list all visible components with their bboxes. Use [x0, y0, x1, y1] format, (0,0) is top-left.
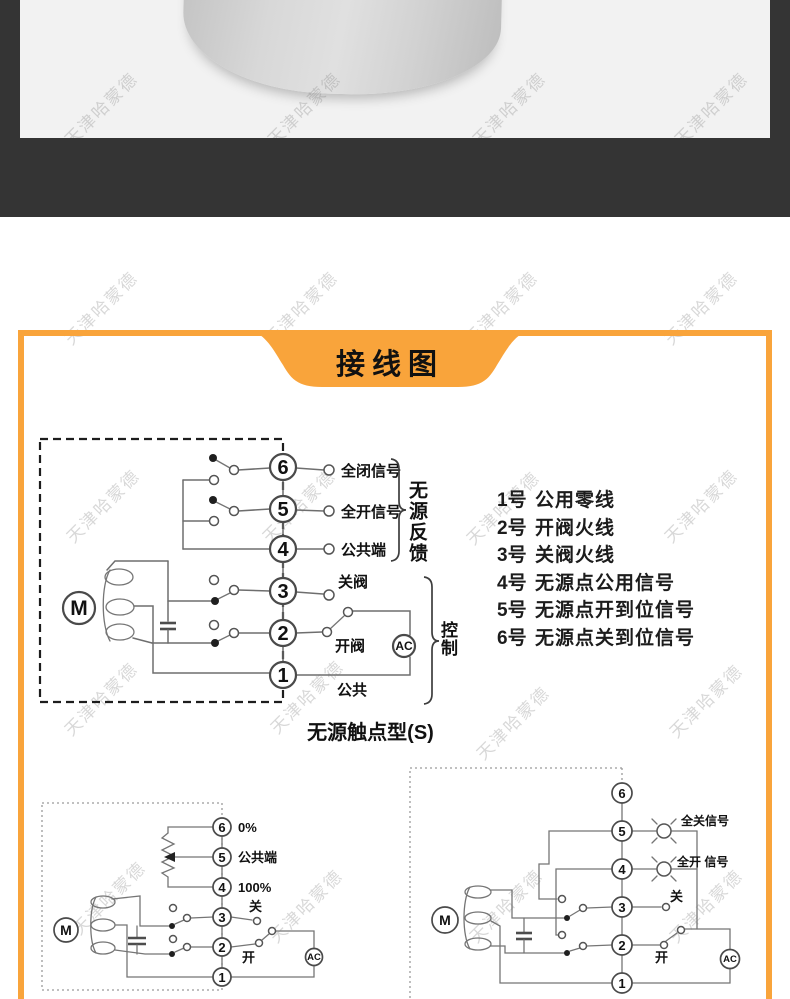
list-item: 4号 无源点公用信号 — [497, 568, 695, 596]
terminal-number: 1号 — [497, 490, 527, 511]
right-boundary-dotted-box — [409, 767, 622, 999]
left-motor-label: M — [60, 922, 72, 938]
terminal-number: 4号 — [497, 572, 527, 594]
left-diagram-contacts — [168, 903, 277, 957]
potentiometer-arrow — [164, 852, 175, 862]
right-ac-label: AC — [723, 954, 737, 965]
left-boundary-dotted-box — [41, 802, 223, 991]
label-lamp-close: 全关信号 — [680, 813, 729, 828]
label-t4: 公共端 — [341, 541, 386, 559]
right-terminals: 6 5 4 3 2 1 — [611, 782, 633, 994]
control-brace — [423, 576, 440, 705]
feedback-group-label: 无源反馈 — [406, 480, 427, 564]
top-dark-band: 天津哈蒙德 天津哈蒙德 天津哈蒙德 天津哈蒙德 — [0, 0, 790, 217]
open-lamp-icon — [651, 856, 677, 882]
terminal-description: 公用零线 — [535, 490, 616, 511]
right-diagram-wires — [489, 830, 731, 984]
section-title: 接线图 — [335, 349, 444, 381]
svg-text:6: 6 — [618, 786, 625, 801]
main-diagram-contacts — [208, 454, 354, 647]
svg-text:4: 4 — [618, 862, 626, 877]
motor-icon — [61, 568, 135, 642]
diagram-caption: 无源触点型(S) — [307, 722, 434, 744]
svg-text:6: 6 — [218, 820, 225, 835]
left-motor-icon — [53, 895, 116, 955]
svg-text:3: 3 — [277, 581, 288, 603]
terminal-number: 3号 — [497, 545, 527, 566]
label-0pct: 0% — [238, 820, 257, 835]
left-ac-label: AC — [307, 952, 321, 963]
terminal-description-list: 1号 公用零线 2号 开阀火线 3号 关阀火线 4号 无源点公用信号 5号 无源… — [497, 485, 695, 650]
actuator-boundary-dashed-box — [38, 437, 285, 704]
motor-label: M — [70, 597, 88, 620]
terminal-description: 开阀火线 — [535, 517, 616, 539]
right-diagram-contacts — [557, 894, 686, 956]
product-photo-area: 天津哈蒙德 天津哈蒙德 天津哈蒙德 天津哈蒙德 — [20, 0, 770, 138]
label-lamp-open: 全开 信号 — [676, 854, 728, 869]
ac-label: AC — [395, 639, 413, 653]
right-motor-icon — [431, 885, 492, 951]
left-ac-source-icon — [304, 947, 324, 967]
list-item: 1号 公用零线 — [497, 485, 695, 513]
label-t3: 关阀 — [338, 573, 368, 591]
control-group-label: 控制 — [438, 621, 457, 657]
main-diagram-wires — [106, 459, 411, 676]
svg-text:1: 1 — [618, 976, 625, 991]
terminal-number: 5号 — [497, 600, 527, 621]
svg-text:3: 3 — [618, 900, 625, 915]
label-open: 开 — [242, 950, 255, 965]
main-terminals: 6 5 4 3 2 1 — [268, 452, 298, 690]
terminal-description: 关阀火线 — [535, 545, 616, 566]
svg-text:2: 2 — [218, 940, 225, 955]
left-diagram-wires — [111, 826, 315, 978]
label-close: 关 — [670, 889, 683, 904]
label-t2: 开阀 — [335, 637, 365, 655]
svg-text:5: 5 — [277, 499, 288, 521]
svg-text:4: 4 — [277, 539, 289, 561]
list-item: 2号 开阀火线 — [497, 513, 695, 541]
svg-text:5: 5 — [218, 850, 225, 865]
svg-text:3: 3 — [218, 910, 225, 925]
svg-text:5: 5 — [618, 824, 625, 839]
feedback-brace — [390, 458, 407, 562]
closed-lamp-icon — [651, 818, 677, 844]
banner-tab — [246, 330, 534, 387]
lamp-feedback-diagram: M AC 6 5 4 3 2 1 全关信号 全开 信号 关 开 — [409, 767, 741, 999]
svg-text:4: 4 — [218, 880, 226, 895]
label-open: 开 — [655, 950, 668, 965]
terminal-description: 无源点开到位信号 — [535, 600, 696, 621]
label-common: 公共端 — [238, 850, 277, 865]
left-terminals: 6 5 4 3 2 1 — [212, 817, 232, 987]
terminal-number: 6号 — [497, 627, 527, 649]
label-close: 关 — [249, 899, 262, 914]
label-t6: 全闭信号 — [340, 462, 401, 480]
terminal-description: 无源点公用信号 — [535, 572, 676, 594]
right-ac-source-icon — [719, 948, 741, 970]
svg-text:2: 2 — [618, 938, 625, 953]
svg-text:1: 1 — [218, 970, 225, 985]
svg-text:2: 2 — [277, 623, 288, 645]
potentiometer-diagram: M AC 6 5 4 3 2 1 0% 公共端 100% 关 开 — [41, 802, 324, 991]
main-diagram: M AC 6 5 4 3 2 1 全闭信号 全开信号 公共端 关阀 开阀 公 — [38, 437, 440, 705]
list-item: 5号 无源点开到位信号 — [497, 595, 695, 623]
label-t5: 全开信号 — [340, 503, 401, 521]
label-100pct: 100% — [238, 880, 272, 895]
list-item: 6号 无源点关到位信号 — [497, 623, 695, 651]
right-motor-label: M — [439, 912, 451, 928]
svg-text:6: 6 — [277, 457, 288, 479]
ac-source-icon — [391, 633, 417, 659]
label-t1: 公共 — [337, 682, 367, 699]
svg-text:1: 1 — [277, 665, 288, 687]
terminal-number: 2号 — [497, 517, 527, 539]
terminal-description: 无源点关到位信号 — [535, 627, 696, 649]
list-item: 3号 关阀火线 — [497, 540, 695, 568]
